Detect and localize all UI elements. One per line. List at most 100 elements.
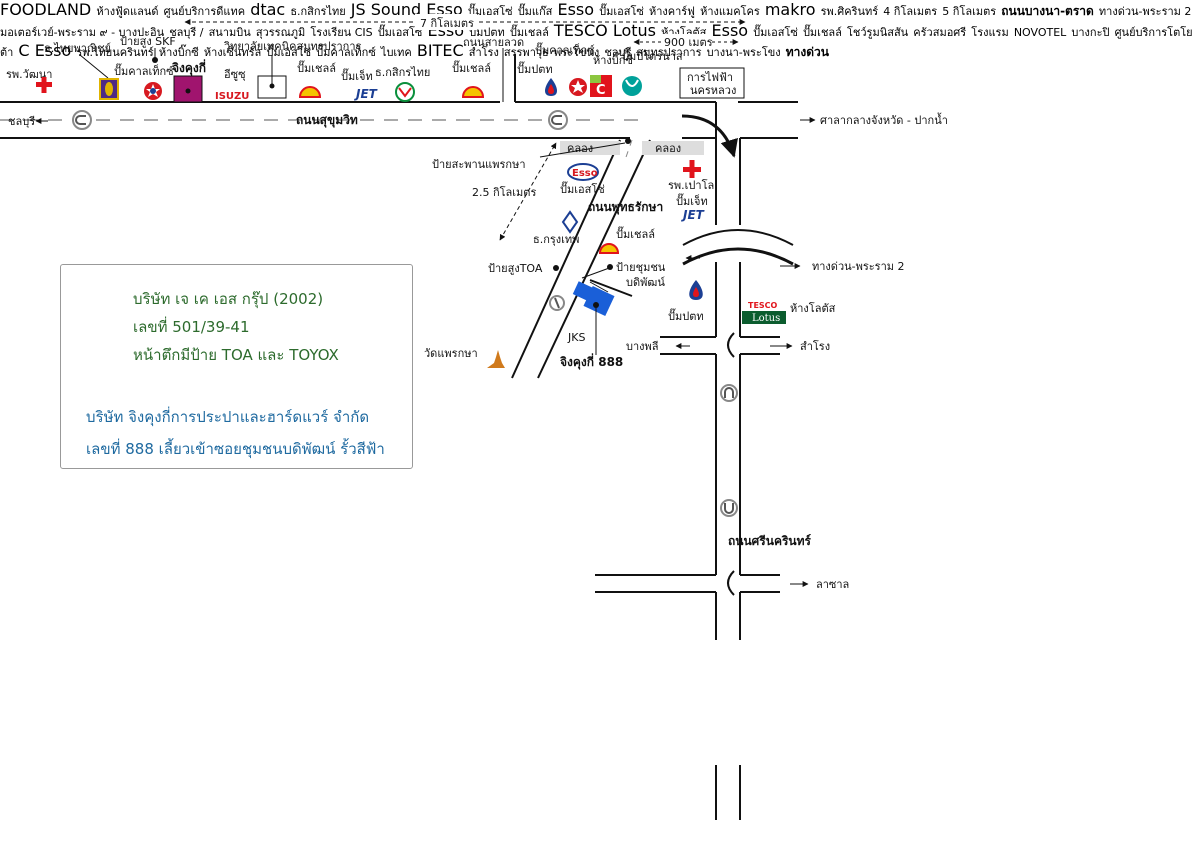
place-isuzu: อีซูซุ (224, 68, 246, 81)
place-saphan-sign: ป้ายสะพานแพรกษา (432, 158, 526, 171)
isuzu-logo: ISUZU (214, 89, 254, 102)
red-cross-icon (36, 77, 52, 93)
place-jingkungki-888: จิงคุงกี่ 888 (560, 353, 623, 370)
tesco-lotus-logo: TESCO Lotus (742, 301, 786, 324)
dir-expressway: ทางด่วน (785, 45, 829, 59)
place-central: ห้างเซ็นทรัล (203, 46, 262, 59)
place-carrefour: ห้างคาร์ฟู (648, 5, 695, 18)
place-kasikorn-2: ธ.กสิกรไทย (290, 5, 346, 18)
dir-lasalle: ลาซาล (816, 578, 849, 591)
foodland-logo: FOODLAND (0, 0, 92, 19)
dir-chonburi-top: ชลบุรี (8, 115, 35, 128)
place-esso-3: ปั๊มเอสโซ่ (599, 5, 644, 18)
dir-motorway: มอเตอร์เวย์-พระราม ๙ - บางปะอิน (0, 26, 165, 39)
svg-text:JET: JET (354, 87, 378, 101)
distance-label-right-upper: 4 กิโลเมตร (883, 5, 938, 18)
company-line-5: เลขที่ 888 เลี้ยวเข้าซอยชุมชนบดิพัฒน์ รั… (86, 440, 385, 458)
place-chumchon-sign: ป้ายชุมชน (616, 261, 666, 274)
place-electric2: นครหลวง (690, 84, 736, 97)
place-foodland: ห้างฟู้ดแลนด์ (96, 5, 159, 18)
shell-icon (598, 243, 620, 254)
bigc-icon: C (18, 41, 30, 60)
u-turn-icon (548, 110, 568, 130)
jet-icon: JET (681, 208, 705, 222)
dir-samrong: สำโรง (800, 339, 830, 353)
svg-text:C: C (596, 83, 606, 98)
esso-logo: Esso (34, 41, 72, 60)
place-jks: JKS (567, 331, 585, 344)
place-wat-praeksa: วัดแพรกษา (424, 347, 478, 360)
road-bangna: ถนนบางนา-ตราด (1001, 4, 1094, 18)
ptt-icon (545, 78, 557, 96)
makro-logo: makro (764, 0, 816, 19)
krungthep-bank-icon (561, 210, 579, 234)
place-tech-college: วิทยาลัยเทคนิคสมุทรปราการ (223, 40, 361, 53)
caltex-icon (569, 78, 587, 96)
place-caltex-3: ปั๊มคาลเท็กซ์ (316, 46, 376, 59)
place-sikarin-hosp: รพ.ศิครินทร์ (820, 5, 879, 18)
road-srinakarin: ถนนศรีนครินทร์ (728, 534, 812, 548)
distance-line-right: 4 กิโลเมตร 5 กิโลเมตร ถนนบางนา-ตราด ทางด… (0, 0, 1193, 469)
place-bitec: ไบเทค (380, 46, 412, 59)
place-esso-2: ปั๊มเอสโซ่ (467, 5, 513, 18)
svg-text:TESCO: TESCO (748, 301, 778, 310)
jet-icon: JET (354, 87, 378, 101)
bigc-icon: C (590, 75, 612, 98)
place-krungthep-bank: ธ.กรุงเทพ (533, 233, 579, 246)
dir-sala: ศาลากลางจังหวัด - ปากน้ำ (820, 112, 948, 127)
place-ptt-3: ปั๊มปตท (469, 26, 505, 39)
place-tesco-1: ห้างโลตัส (790, 301, 836, 315)
place-esso-4: ปั๊มเอสโซ่ (377, 26, 423, 39)
place-jet-top: ปั๊มเจ็ท (341, 68, 373, 83)
esso-logo: Esso (711, 21, 749, 40)
esso-logo: Esso (557, 0, 595, 19)
shell-icon (298, 86, 322, 98)
scb-logo-icon (99, 78, 119, 100)
place-toa-sign: ป้ายสูงTOA (488, 262, 543, 275)
company-line-4: บริษัท จิงคุงกี่การประปาและฮาร์ดแวร์ จำก… (86, 408, 370, 426)
place-shell-3: ปั๊มเชลล์ (509, 26, 549, 39)
place-js-sound: JS Sound (350, 0, 422, 19)
place-shell-2: ปั๊มเชลล์ (616, 226, 655, 241)
red-cross-icon (683, 160, 701, 178)
place-jet-2: ปั๊มเจ็ท (676, 193, 708, 208)
svg-text:ISUZU: ISUZU (215, 91, 249, 102)
place-toyota: ศูนย์บริการโตโยต้า (0, 26, 1193, 59)
place-krua: ครัวสมอศรี (913, 26, 967, 39)
jingkungki-marker: จิงคุงกี่ (172, 59, 206, 103)
kasikorn-icon (395, 82, 415, 102)
place-electric: การไฟฟ้า (687, 71, 733, 84)
dir-chonburi-airport-1: ชลบุรี / (169, 26, 204, 39)
u-turn-icon (720, 499, 738, 517)
dir-bangkapi: บางกะปิ (1071, 26, 1110, 39)
place-shell-top2: ปั๊มเชลล์ (452, 60, 491, 75)
dir-bangna-praeng: บางนา-พระโขง (706, 46, 781, 59)
company-info-box: บริษัท เจ เค เอส กรุ๊ป (2002) เลขที่ 501… (60, 264, 413, 469)
dir-bang-phli: บางพลี (626, 340, 659, 353)
company-line-1: บริษัท เจ เค เอส กรุ๊ป (2002) (133, 290, 324, 308)
place-ptt-2: ปั๊มปตท (668, 308, 704, 323)
place-esso-1: ปั๊มเอสโซ่ (560, 181, 605, 196)
place-shell-top: ปั๊มเชลล์ (297, 60, 336, 75)
esso-logo: Esso (567, 163, 599, 181)
place-esso-5: ปั๊มเอสโซ่ (753, 26, 798, 39)
dir-bang-na-right: พระโขนง (553, 46, 600, 59)
place-novotel: โรงแรม (971, 26, 1009, 39)
tesco-lotus-logo: TESCO Lotus (553, 21, 656, 40)
place-chumchon-sign2: บดิพัฒน์ (626, 276, 665, 289)
place-khlong2: คลอง (655, 142, 681, 155)
dir-chonburi-right: ชลบุรี (604, 46, 632, 59)
u-turn-icon (72, 110, 92, 130)
place-kasikorn-top: ธ.กสิกรไทย (375, 66, 430, 79)
place-jingkungki: จิงคุงกี่ (172, 59, 206, 76)
svg-text:Esso: Esso (572, 168, 598, 179)
place-bigc-2: ห้างบิ๊กซี (158, 46, 199, 59)
dtac-logo: dtac (250, 0, 286, 19)
place-ptt-top: ปั๊มปตท (517, 61, 553, 76)
distance-label-short: 900 เมตร (664, 36, 713, 49)
shell-icon (461, 86, 485, 98)
distance-label-right-lower: 5 กิโลเมตร (942, 5, 997, 18)
svg-text:Lotus: Lotus (752, 313, 780, 324)
place-hospital-1: รพ.เปาโล (668, 178, 714, 192)
